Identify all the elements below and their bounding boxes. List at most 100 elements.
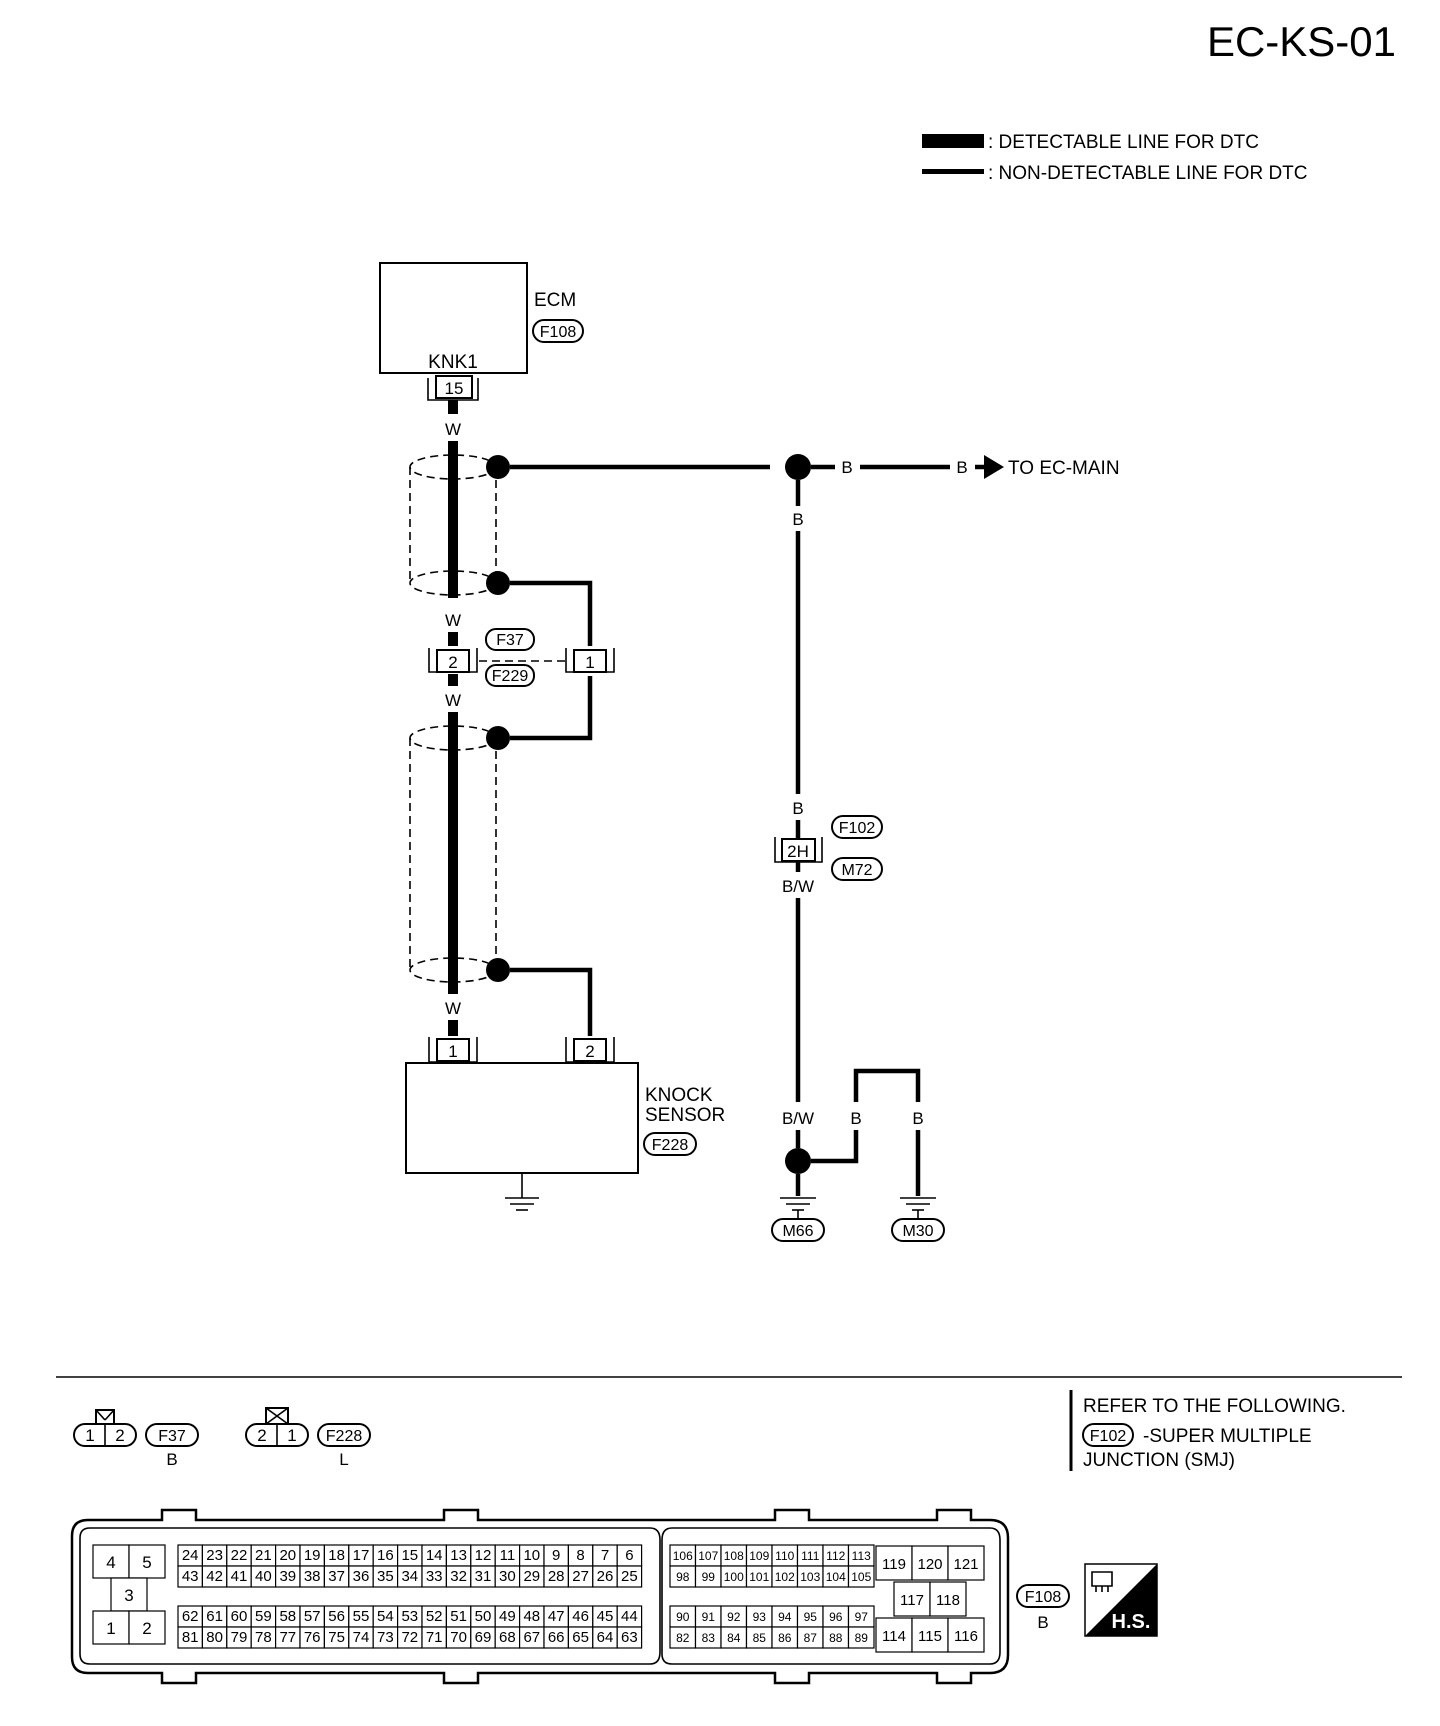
pin-95: 95	[804, 1610, 818, 1624]
junction-pin-right-number: 1	[585, 653, 594, 672]
pin-76: 76	[304, 1629, 321, 1646]
shield-drain-wires	[486, 455, 770, 1036]
pin-41: 41	[231, 1568, 248, 1585]
pin-7: 7	[601, 1547, 609, 1564]
pin-100: 100	[724, 1570, 744, 1584]
pin-46: 46	[572, 1608, 589, 1625]
pin-cell	[616, 1626, 643, 1649]
ecm-connector-block-d: 119 120 121 117 118 114 115 116	[875, 1545, 985, 1653]
pin-116: 116	[954, 1628, 978, 1645]
knock-pin-2-box	[573, 1038, 607, 1062]
junction-top-badge	[485, 628, 535, 651]
to-ec-main-label: TO EC-MAIN	[1008, 458, 1120, 479]
pin-71: 71	[426, 1629, 443, 1646]
pin-110: 110	[775, 1549, 794, 1563]
ecm: ECM F108 KNK1 15	[379, 262, 584, 401]
pin-103: 103	[800, 1570, 820, 1584]
f37-view-badge	[145, 1423, 199, 1447]
pin-2: 2	[142, 1619, 151, 1638]
ground-m30-id: M30	[902, 1223, 933, 1240]
pin-48: 48	[523, 1608, 540, 1625]
junction-top-id: F37	[496, 632, 524, 649]
pin-102: 102	[775, 1570, 795, 1584]
pin-106: 106	[673, 1549, 693, 1563]
wire-color-w-1: W	[445, 420, 461, 439]
pin-109: 109	[749, 1549, 769, 1563]
connector-view-f37: 1 2 F37 B	[73, 1409, 199, 1469]
pin-14: 14	[426, 1547, 443, 1564]
wire-color-bw-2: B/W	[782, 1109, 814, 1128]
pin-36: 36	[353, 1568, 370, 1585]
junction-connector-f37-f229: 2 1 F37 F229	[428, 628, 615, 687]
ecm-terminal-name: KNK1	[428, 352, 478, 373]
pin-59: 59	[255, 1608, 272, 1625]
ecm-box	[379, 262, 528, 374]
ecm-connector-id: F108	[540, 324, 577, 341]
pin-15: 15	[401, 1547, 418, 1564]
pin-75: 75	[328, 1629, 345, 1646]
pin-68: 68	[499, 1629, 516, 1646]
legend-detectable-swatch	[922, 134, 984, 148]
ecm-connector-badge	[532, 319, 584, 343]
wire-color-b-5: B	[850, 1109, 861, 1128]
pin-4: 4	[106, 1553, 115, 1572]
pin-39: 39	[279, 1568, 296, 1585]
wire-color-b-1: B	[841, 458, 852, 477]
smj-bottom-badge	[831, 857, 883, 881]
pin-55: 55	[353, 1608, 370, 1625]
pin-112: 112	[826, 1549, 845, 1563]
pin-49: 49	[499, 1608, 516, 1625]
smj-pin-box	[781, 838, 816, 862]
ecm-view-color: B	[1037, 1613, 1048, 1632]
pin-56: 56	[328, 1608, 345, 1625]
pin-9: 9	[552, 1547, 560, 1564]
pin-80: 80	[206, 1629, 223, 1646]
pin-50: 50	[475, 1608, 492, 1625]
knock-pin-1-box	[436, 1038, 470, 1062]
pin-79: 79	[231, 1629, 248, 1646]
pin-8: 8	[576, 1547, 584, 1564]
f228-view-id: F228	[326, 1428, 363, 1445]
legend-non-detectable-label: : NON-DETECTABLE LINE FOR DTC	[988, 163, 1308, 184]
pin-6: 6	[625, 1547, 633, 1564]
pin-17: 17	[353, 1547, 370, 1564]
pin-73: 73	[377, 1629, 394, 1646]
pin-5: 5	[142, 1553, 151, 1572]
wire-color-w-2: W	[445, 611, 461, 630]
junction-bottom-id: F229	[492, 668, 529, 685]
legend-detectable-label: : DETECTABLE LINE FOR DTC	[988, 132, 1259, 153]
f228-view-pin-b: 1	[287, 1426, 296, 1445]
pin-89: 89	[855, 1631, 869, 1645]
pin-81: 81	[182, 1629, 199, 1646]
knock-sensor-connector-badge	[643, 1132, 697, 1156]
ecm-connector-block-a: 4 5 3 1 2	[92, 1544, 166, 1645]
refer-connector-badge	[1082, 1423, 1134, 1447]
f228-view-badge	[317, 1423, 371, 1447]
pin-16: 16	[377, 1547, 394, 1564]
refer-line-2: -SUPER MULTIPLE	[1143, 1426, 1312, 1447]
pin-34: 34	[401, 1568, 418, 1585]
pin-23: 23	[206, 1547, 223, 1564]
pin-92: 92	[727, 1610, 741, 1624]
pin-105: 105	[851, 1570, 871, 1584]
pin-11: 11	[500, 1547, 516, 1564]
diagram-id: EC-KS-01	[1207, 18, 1396, 65]
pin-84: 84	[727, 1631, 741, 1645]
pin-43: 43	[182, 1568, 199, 1585]
splice-dot	[486, 958, 510, 982]
pin-26: 26	[597, 1568, 614, 1585]
pin-47: 47	[548, 1608, 565, 1625]
pin-58: 58	[279, 1608, 296, 1625]
pin-87: 87	[804, 1631, 818, 1645]
pin-cell	[847, 1565, 875, 1588]
pin-40: 40	[255, 1568, 272, 1585]
pin-66: 66	[548, 1629, 565, 1646]
pin-19: 19	[304, 1547, 321, 1564]
f37-view-pin-b: 2	[115, 1426, 124, 1445]
pin-115: 115	[918, 1628, 942, 1645]
pin-28: 28	[548, 1568, 565, 1585]
pin-64: 64	[597, 1629, 614, 1646]
junction-bottom-badge	[485, 664, 535, 687]
knock-sensor: 1 2 KNOCK SENSOR F228	[405, 1037, 725, 1211]
